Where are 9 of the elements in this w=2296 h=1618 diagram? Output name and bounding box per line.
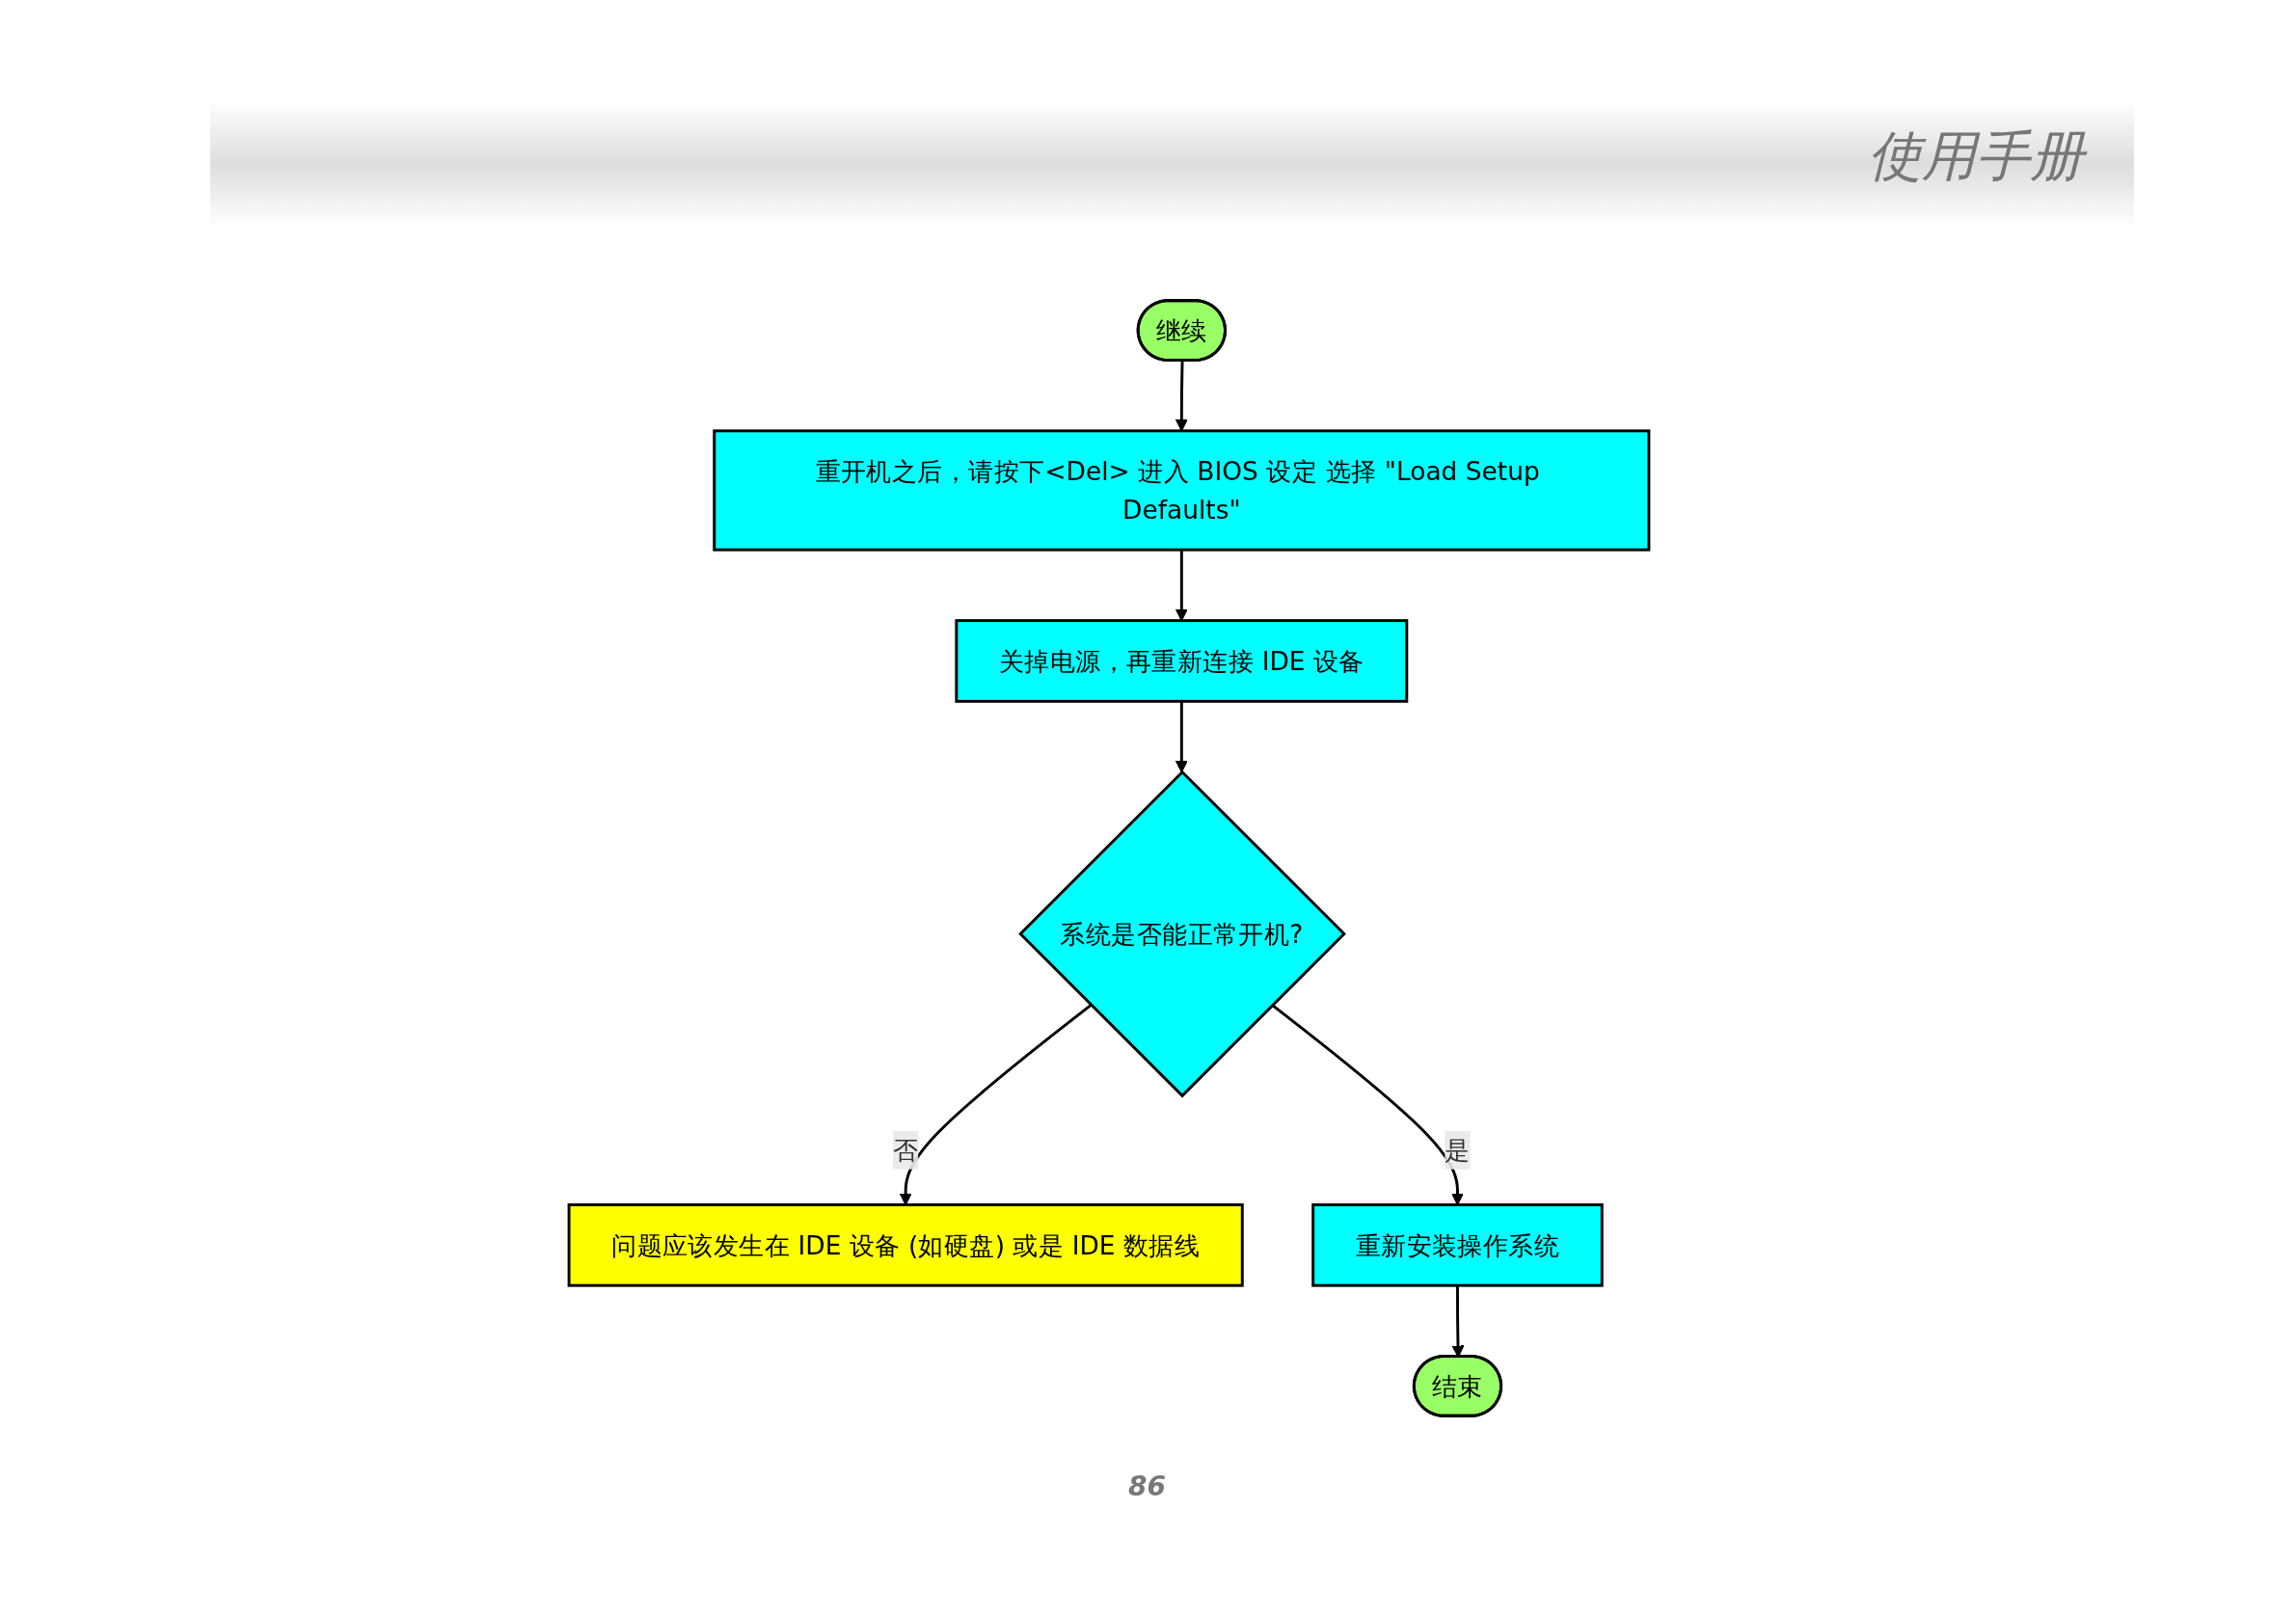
arrow bbox=[1175, 701, 1188, 773]
node-box: 重新安装操作系统 bbox=[1311, 1203, 1604, 1287]
edge-label: 是 bbox=[1445, 1135, 1471, 1166]
edge-label: 否 bbox=[892, 1135, 919, 1166]
node-box: 问题应该发生在 IDE 设备 (如硬盘) 或是 IDE 数据线 bbox=[567, 1203, 1244, 1287]
page-number: 86 bbox=[1128, 1470, 1166, 1502]
node-diamond: 系统是否能正常开机? bbox=[1018, 769, 1346, 1098]
node-box: 重开机之后，请按下<Del> 进入 BIOS 设定 选择 "Load Setup Defaults" bbox=[713, 429, 1651, 552]
node-box: 关掉电源，再重新连接 IDE 设备 bbox=[955, 619, 1409, 703]
